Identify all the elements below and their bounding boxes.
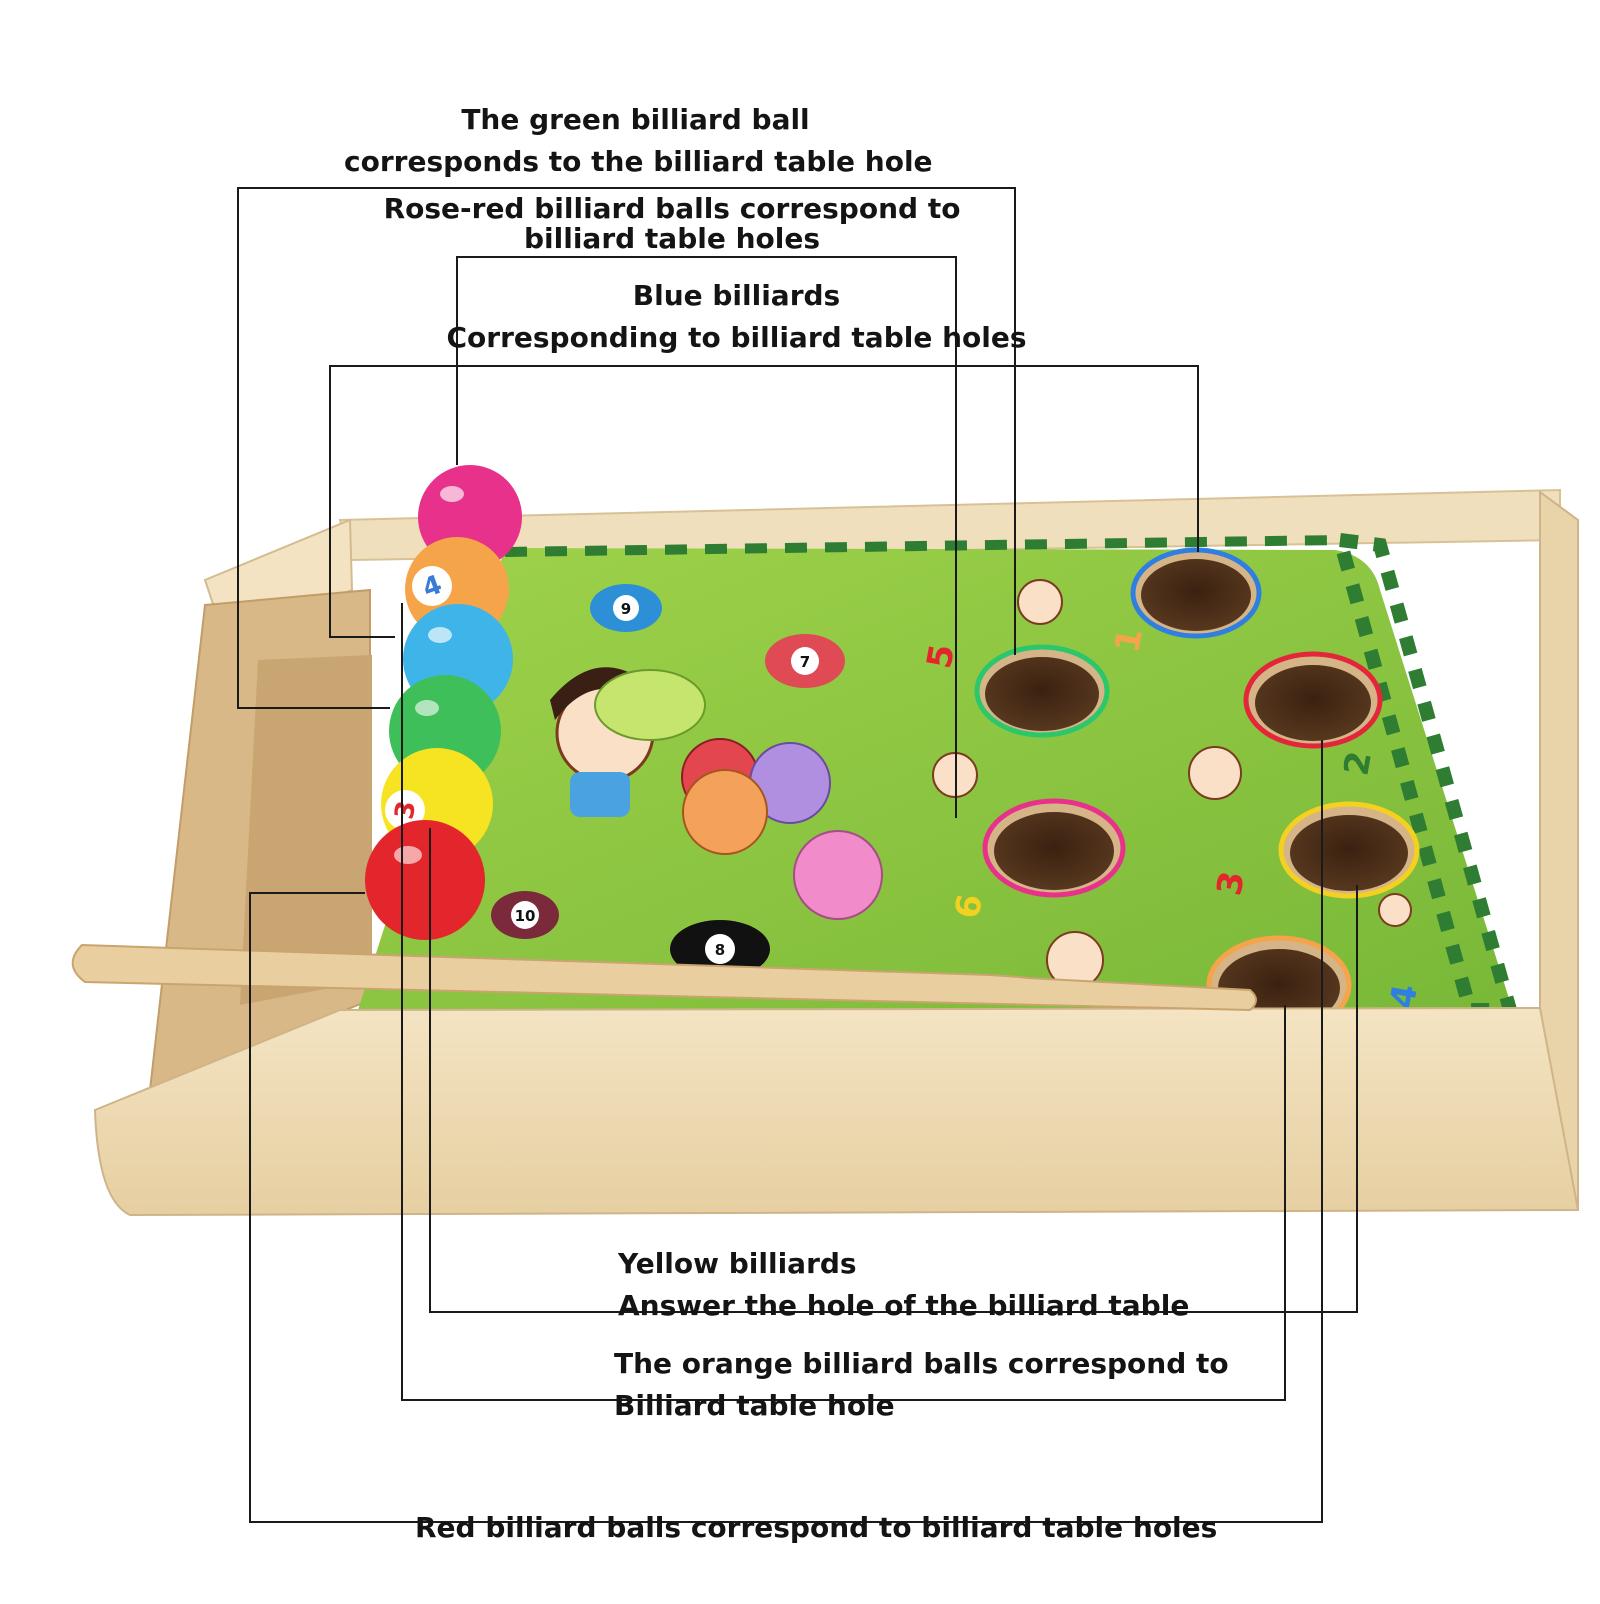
label-green-ball: The green billiard ball corresponds to t… xyxy=(344,103,933,178)
leader-green xyxy=(237,187,1016,709)
mat-token-9-number: 9 xyxy=(621,600,631,618)
label-blue-ball: Blue billiards Corresponding to billiard… xyxy=(445,280,1028,354)
label-yellow-ball: Yellow billiards Answer the hole of the … xyxy=(618,1248,1189,1322)
label-rose-red-line-2: billiard table holes xyxy=(523,222,820,255)
leader-red xyxy=(249,740,1323,1523)
table-holes xyxy=(974,547,1420,1035)
label-orange-line-2: Billiard table hole xyxy=(614,1389,895,1422)
mat-token-7-number: 7 xyxy=(800,653,810,671)
mat-top-border xyxy=(504,535,1341,557)
mat-token-9: 9 xyxy=(590,584,662,632)
balloon-decorations xyxy=(681,738,883,920)
label-blue-line-2: Corresponding to billiard table holes xyxy=(446,321,1027,354)
label-yellow-line-1: Yellow billiards xyxy=(618,1247,857,1280)
label-red-line-1: Red billiard balls correspond to billiar… xyxy=(415,1511,1218,1544)
mat-token-8-number: 8 xyxy=(715,941,725,959)
leader-yellow xyxy=(429,828,1358,1313)
box-front-panel xyxy=(93,1006,1580,1217)
mat-token-7: 7 xyxy=(765,634,845,688)
label-green-line-1: The green billiard ball xyxy=(461,103,810,136)
label-red-ball: Red billiard balls correspond to billiar… xyxy=(415,1512,1217,1544)
leader-blue xyxy=(329,365,1199,638)
mat-tokens: 9 7 10 8 xyxy=(491,584,845,978)
cartoon-girl-decoration xyxy=(550,667,706,817)
label-rose-red-line-1: Rose-red billiard balls correspond to xyxy=(383,192,961,225)
label-yellow-line-2: Answer the hole of the billiard table xyxy=(618,1289,1190,1322)
ball-yellow-number: 3 xyxy=(390,799,423,822)
mat-token-8: 8 xyxy=(670,920,770,978)
leader-rose-red xyxy=(456,256,957,818)
mat-token-10-number: 10 xyxy=(515,907,536,925)
mat-token-10: 10 xyxy=(491,891,559,939)
cue-stick xyxy=(71,943,1257,1012)
channel-slot xyxy=(240,655,372,1005)
label-rose-red-ball: Rose-red billiard balls correspond to bi… xyxy=(378,193,966,255)
label-orange-line-1: The orange billiard balls correspond to xyxy=(614,1347,1229,1380)
label-green-line-2: corresponds to the billiard table hole xyxy=(344,145,933,178)
label-blue-line-1: Blue billiards xyxy=(632,279,841,312)
leader-orange xyxy=(401,603,1286,1401)
label-orange-ball: The orange billiard balls correspond to … xyxy=(614,1348,1229,1422)
leader-lines xyxy=(237,187,1358,1523)
ball-red xyxy=(365,820,485,940)
